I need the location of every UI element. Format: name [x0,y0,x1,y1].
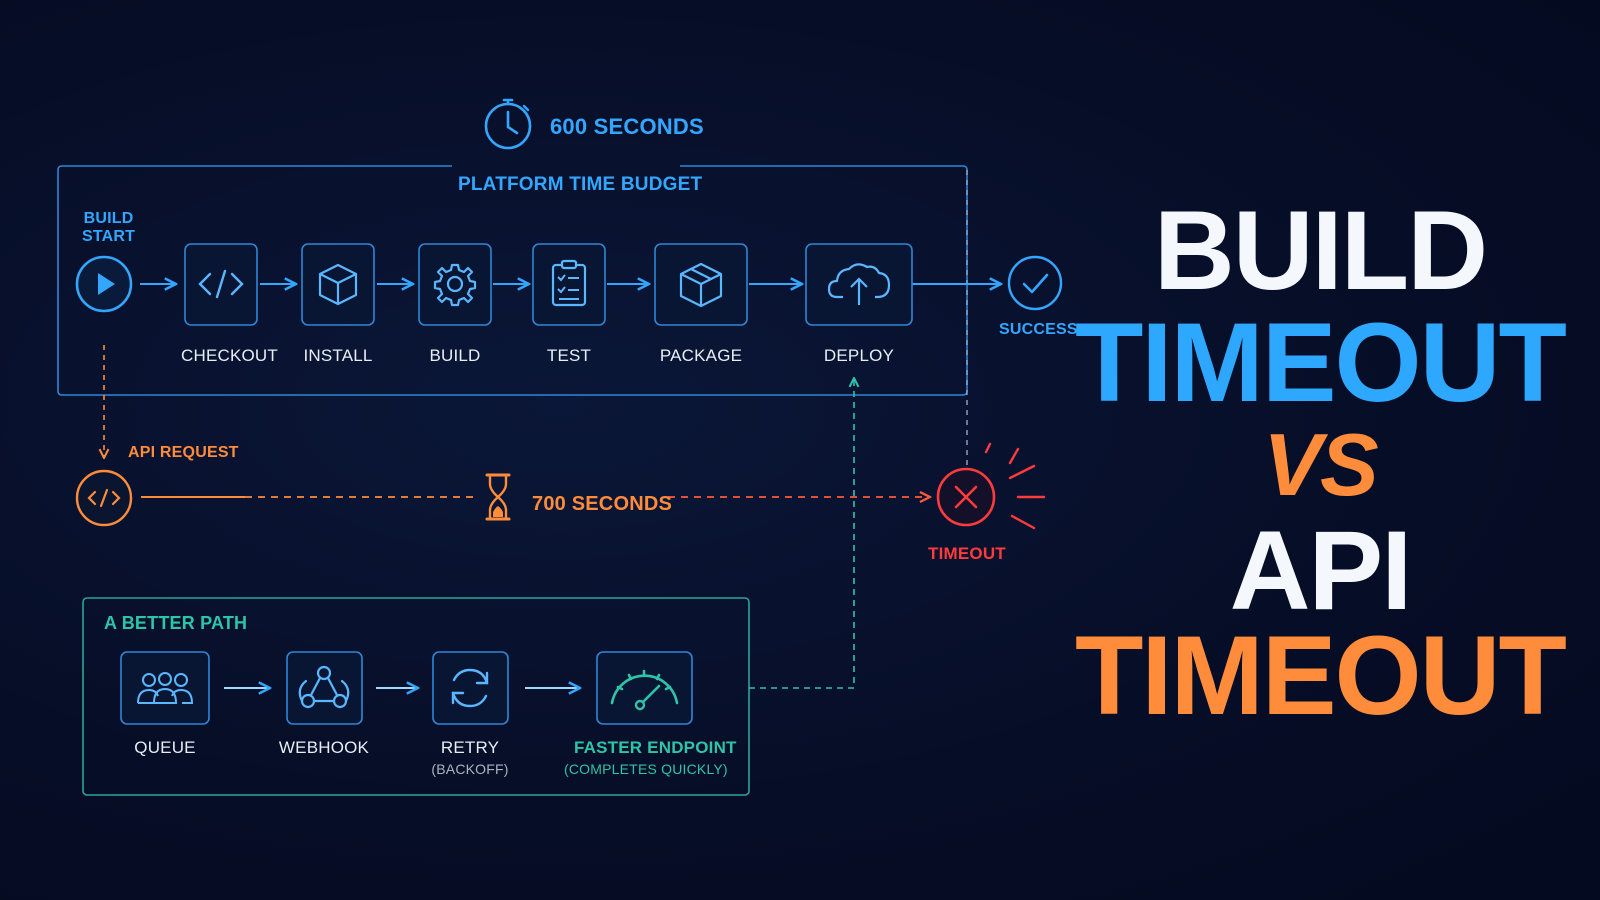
gear-icon [418,243,492,326]
box-icon [654,243,748,326]
refresh-icon [432,651,509,725]
close-circle-icon [936,467,996,527]
path-step-label: RETRY [440,738,500,757]
code-icon [184,243,258,326]
api-seconds-label: 700 SECONDS [532,493,673,515]
users-icon [120,651,210,725]
clipboard-icon [532,243,606,326]
headline-line-api: API [1229,508,1413,633]
step-label: BUILD [429,346,481,365]
webhook-icon [286,651,363,725]
build-start-line2: START [82,228,136,245]
path-step-sub: (COMPLETES QUICKLY) [564,761,728,777]
better-path-title: A BETTER PATH [104,613,248,633]
api-code-icon[interactable] [75,469,133,527]
api-request-label: API REQUEST [128,444,239,461]
timeout-label: TIMEOUT [928,544,1006,563]
check-circle-icon [1007,255,1063,311]
hourglass-icon [485,473,511,521]
cube-icon [301,243,375,326]
success-label: SUCCESS [999,321,1078,338]
step-label: TEST [546,346,592,365]
better-path-frame [82,597,750,796]
path-step-label: QUEUE [134,738,196,757]
timeout-burst [984,442,1046,530]
headline-line-vs: VS [1263,415,1378,514]
budget-frame [57,165,968,396]
play-icon[interactable] [75,255,133,313]
speedometer-icon [596,651,693,725]
step-label: INSTALL [303,346,373,365]
build-start-label: BUILD START [82,210,135,246]
path-step-label: FASTER ENDPOINT [574,738,737,757]
step-label: DEPLOY [823,346,895,365]
budget-seconds-label: 600 SECONDS [550,114,704,139]
headline-line-timeout-1: TIMEOUT [1075,300,1567,425]
path-step-label: WEBHOOK [278,738,370,757]
step-label: CHECKOUT [181,346,278,365]
headline-line-timeout-2: TIMEOUT [1075,613,1567,738]
headline-line-build: BUILD [1153,188,1488,313]
stopwatch-icon [484,98,532,150]
step-label: PACKAGE [659,346,743,365]
cloud-upload-icon [805,243,913,326]
path-step-sub: (BACKOFF) [431,761,509,777]
build-start-line1: BUILD [83,210,134,227]
budget-title: PLATFORM TIME BUDGET [458,174,703,195]
